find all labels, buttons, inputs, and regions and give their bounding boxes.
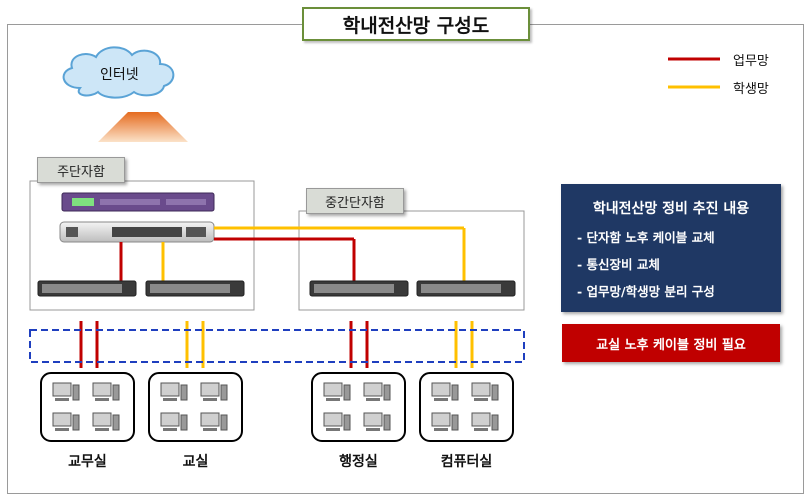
cabling-zone-dashed [29, 329, 525, 363]
main-closet-label: 주단자함 [37, 157, 125, 183]
core-switch-icon [59, 221, 215, 243]
computer-icon [200, 412, 228, 431]
room-label-admin: 행정실 [339, 454, 378, 470]
computer-icon [471, 382, 499, 401]
computer-icon [323, 382, 351, 401]
plan-item: - 통신장비 교체 [577, 257, 660, 272]
plan-title: 학내전산망 정비 추진 내용 [592, 201, 750, 217]
alert-box: 교실 노후 케이블 정비 필요 [562, 324, 780, 362]
computer-icon [92, 382, 120, 401]
computer-icon [92, 412, 120, 431]
mid-closet-label: 중간단자함 [306, 188, 404, 214]
computer-icon [52, 412, 80, 431]
computer-icon [52, 382, 80, 401]
room-label-computer-lab: 컴퓨터실 [440, 454, 493, 470]
computer-icon [431, 382, 459, 401]
internet-label: 인터넷 [100, 67, 139, 83]
computer-icon [323, 412, 351, 431]
legend-label-student: 학생망 [733, 82, 769, 97]
switch-icon [416, 280, 516, 297]
diagram-title: 학내전산망 구성도 [302, 7, 530, 41]
plan-item: - 업무망/학생망 분리 구성 [577, 284, 715, 299]
computer-icon [431, 412, 459, 431]
computer-icon [471, 412, 499, 431]
computer-icon [160, 412, 188, 431]
plan-box: 학내전산망 정비 추진 내용 - 단자함 노후 케이블 교체 - 통신장비 교체… [561, 184, 781, 312]
room-cables [79, 321, 474, 368]
switch-icon [37, 280, 137, 297]
room-label-teachers: 교무실 [68, 454, 107, 470]
plan-item: - 단자함 노후 케이블 교체 [577, 230, 715, 245]
computer-icon [363, 412, 391, 431]
switch-icon [145, 280, 245, 297]
room-label-classroom: 교실 [182, 454, 209, 470]
computer-icon [363, 382, 391, 401]
firewall-device-icon [61, 192, 215, 212]
pc-icons [52, 382, 499, 431]
computer-icon [160, 382, 188, 401]
legend-label-business: 업무망 [733, 54, 769, 69]
uplink-arrow-icon [98, 112, 188, 142]
internet-cloud-icon [62, 46, 175, 99]
switch-icon [309, 280, 409, 297]
computer-icon [200, 382, 228, 401]
